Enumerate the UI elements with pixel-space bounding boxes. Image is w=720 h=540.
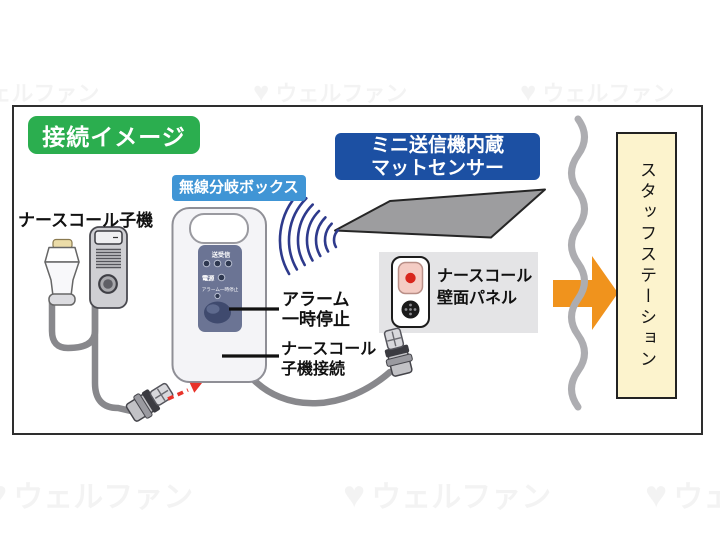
handset-connect-callout: ナースコール 子機接続 xyxy=(281,340,376,380)
watermark-logo-icon: ♥ xyxy=(520,76,536,108)
staff-station-label: スタッフステーション xyxy=(637,160,656,371)
watermark-logo-icon: ♥ xyxy=(645,473,667,516)
watermark-text: ウェルファン xyxy=(542,76,674,108)
watermark-text: ウェルファン xyxy=(275,76,407,108)
watermark-text: ウェルファン xyxy=(13,472,193,516)
watermark: ♥ ウェルファン xyxy=(520,76,674,108)
staff-station-box: スタッフステーション xyxy=(616,132,677,399)
mat-sensor-label-line1: ミニ送信機内蔵 xyxy=(370,134,504,156)
handset-connect-line2: 子機接続 xyxy=(281,361,346,378)
watermark-text: ウェルファン xyxy=(371,472,551,516)
watermark: ♥ ウェルファン xyxy=(0,472,193,516)
wall-panel-label-line1: ナースコール xyxy=(437,268,533,285)
title-badge: 接続イメージ xyxy=(28,116,200,154)
watermark-text: ウェルファン xyxy=(673,472,720,516)
watermark-logo-icon: ♥ xyxy=(253,76,269,108)
mat-sensor-label: ミニ送信機内蔵 マットセンサー xyxy=(335,133,540,180)
watermark: ♥ ウェルファン xyxy=(0,76,99,108)
watermark: ♥ ウェルファン xyxy=(343,472,551,516)
watermark: ♥ ウェルファン xyxy=(253,76,407,108)
watermark: ♥ ウェルファン xyxy=(645,472,720,516)
handset-connect-line1: ナースコール xyxy=(281,341,377,358)
diagram-frame xyxy=(12,105,703,435)
branch-box-label: 無線分岐ボックス xyxy=(172,175,306,201)
alarm-pause-line2: 一時停止 xyxy=(282,310,350,329)
watermark-logo-icon: ♥ xyxy=(0,473,7,516)
handset-label: ナースコール子機 xyxy=(18,211,154,230)
alarm-pause-line1: アラーム xyxy=(282,290,350,309)
watermark-logo-icon: ♥ xyxy=(343,473,365,516)
watermark-text: ウェルファン xyxy=(0,76,99,108)
wall-panel-label: ナースコール 壁面パネル xyxy=(437,266,532,310)
wall-panel-label-line2: 壁面パネル xyxy=(437,290,518,307)
mat-sensor-label-line2: マットセンサー xyxy=(370,157,504,179)
alarm-pause-callout: アラーム 一時停止 xyxy=(282,290,350,330)
